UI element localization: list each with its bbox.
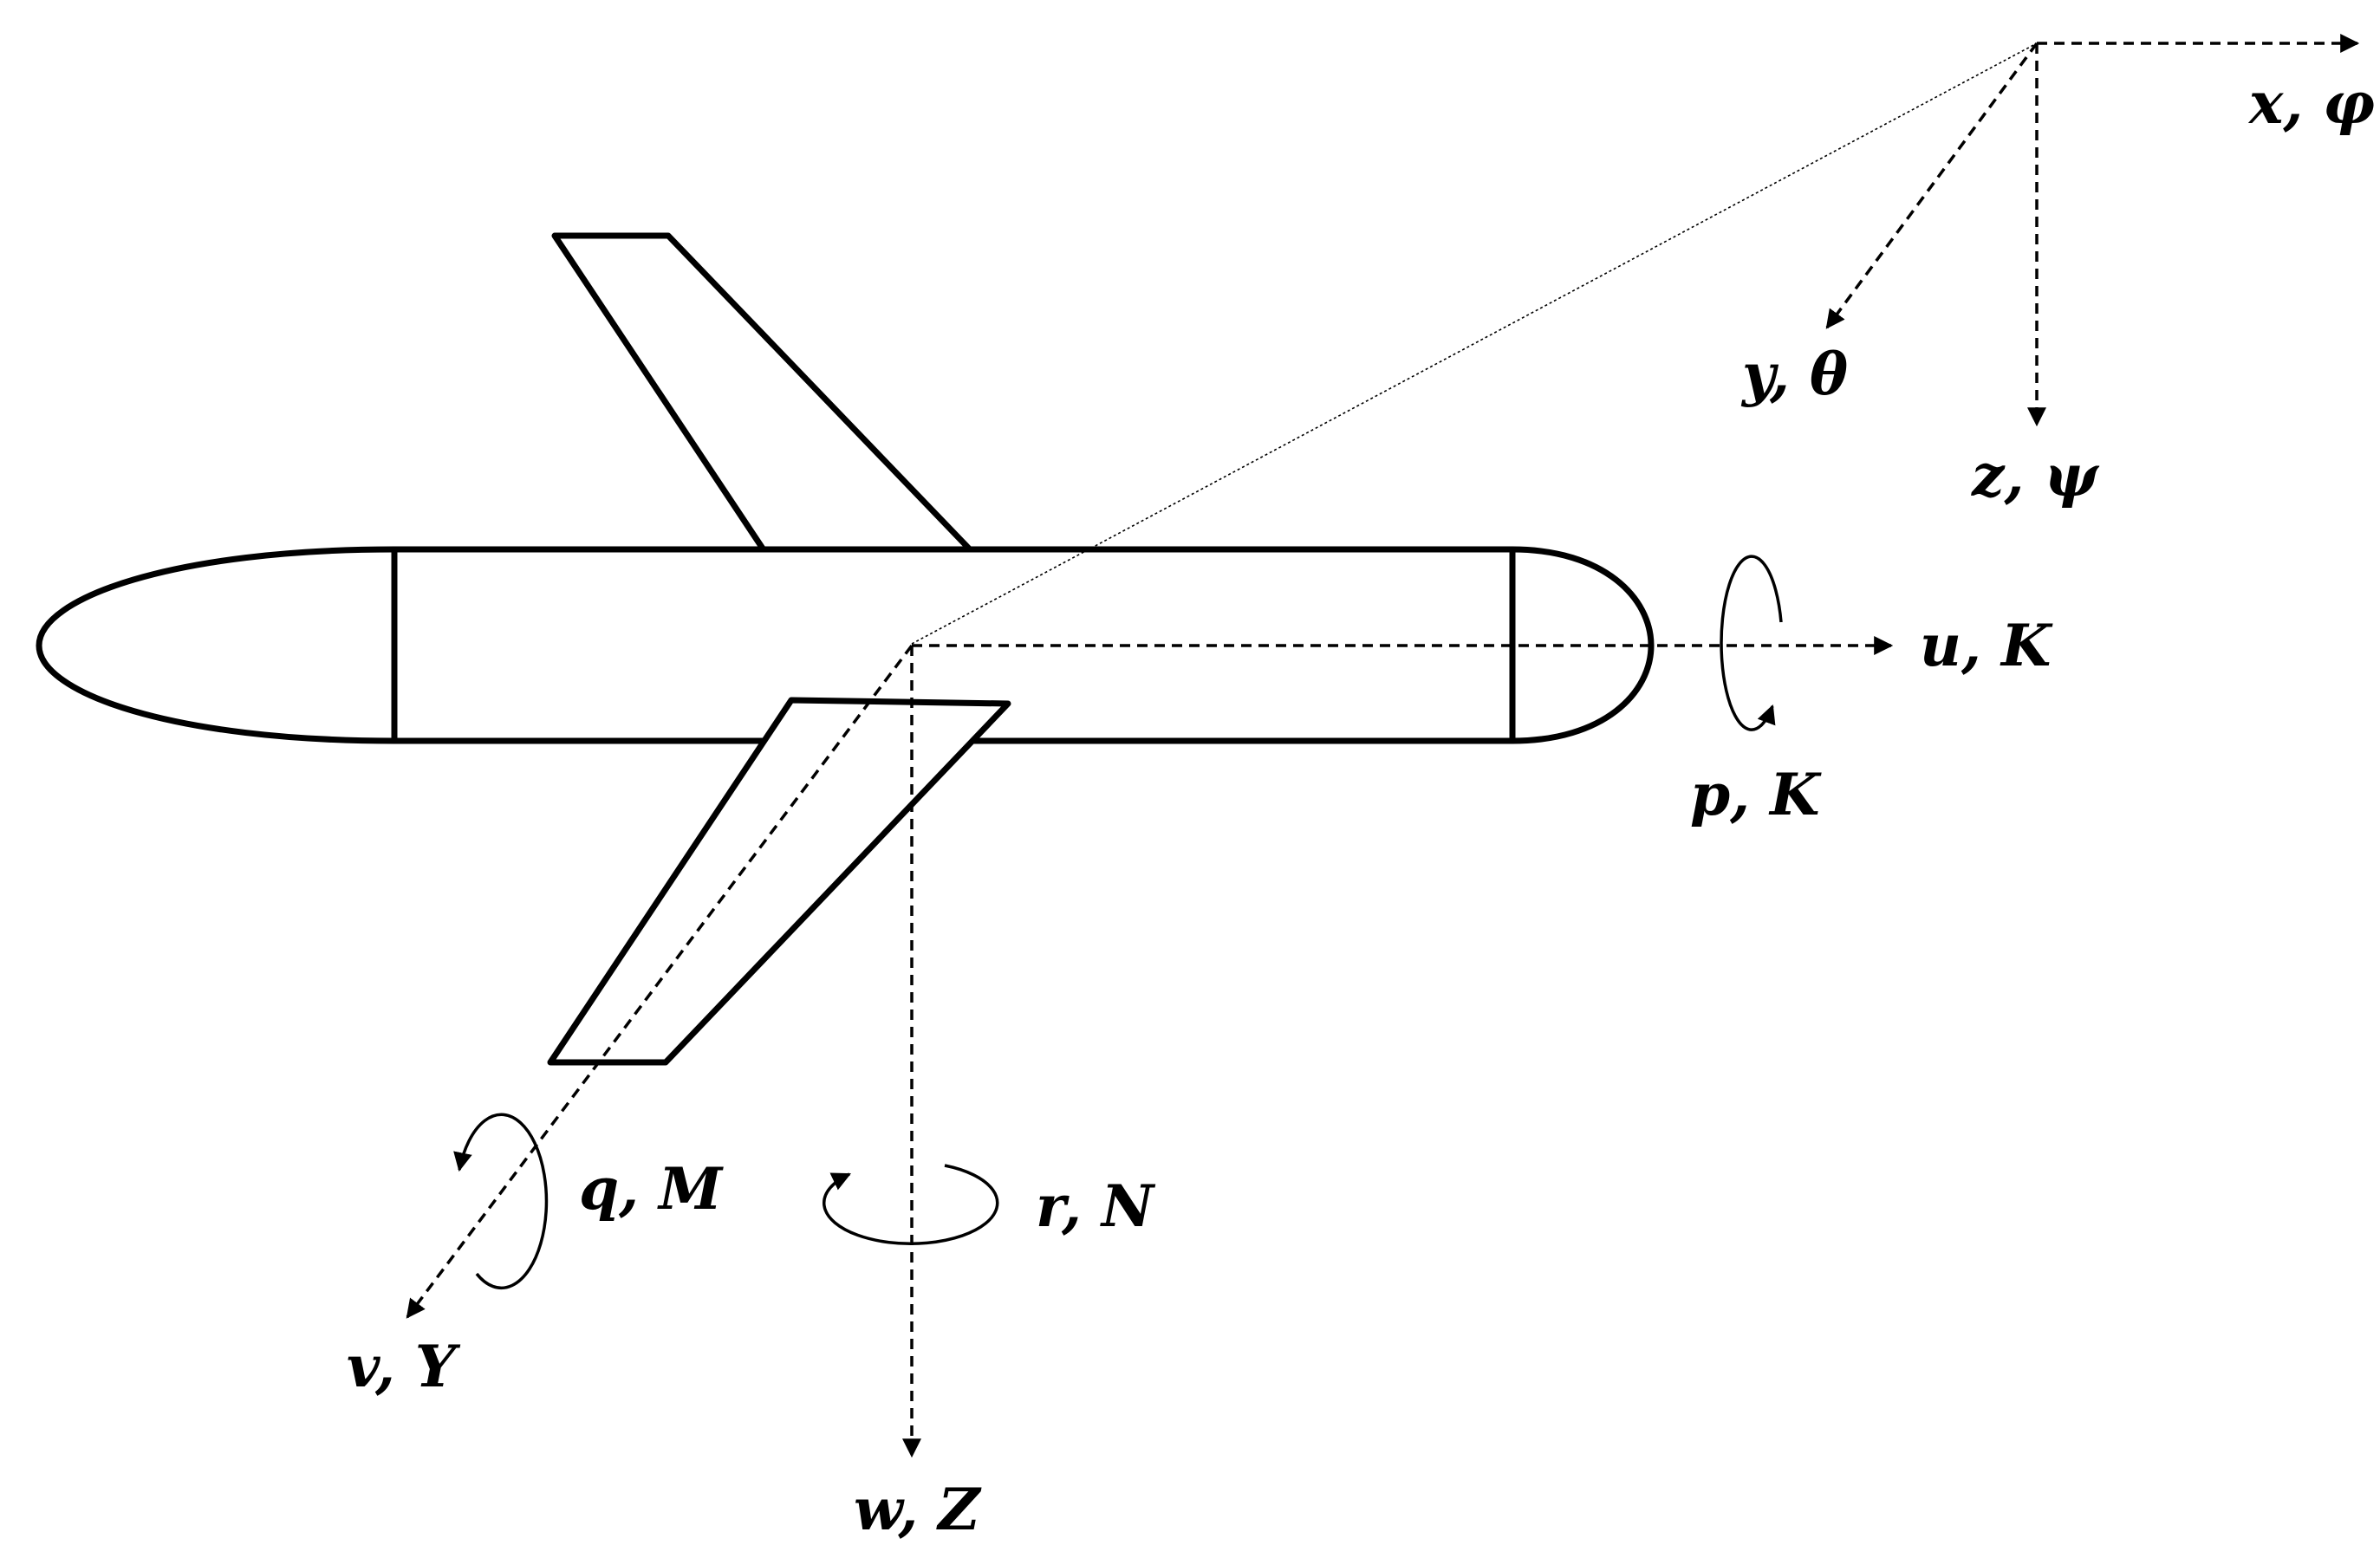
label-x-phi: x, φ bbox=[2247, 69, 2375, 137]
v-axis-arrow bbox=[406, 644, 914, 1319]
lower-wing bbox=[547, 697, 1011, 1066]
y-axis-arrow bbox=[1825, 42, 2039, 329]
label-y-theta: y, θ bbox=[1740, 341, 1848, 408]
rotation-indicators bbox=[453, 555, 1783, 1290]
inertial-frame bbox=[1825, 34, 2360, 427]
label-z-psi: z, ψ bbox=[1971, 442, 2099, 510]
label-r-N: r, N bbox=[1036, 1172, 1156, 1240]
aircraft bbox=[36, 232, 1655, 1066]
fuselage bbox=[36, 546, 1655, 744]
projection-line bbox=[911, 42, 2038, 645]
label-v-Y: v, Y bbox=[347, 1333, 461, 1400]
label-q-M: q, M bbox=[579, 1155, 724, 1223]
axis-labels: x, φ y, θ z, ψ u, K p, K q, M r, N v, Y … bbox=[347, 69, 2375, 1543]
body-frame bbox=[406, 636, 1894, 1458]
yaw-rotation-arrow bbox=[823, 1164, 999, 1245]
upper-wing bbox=[551, 232, 972, 551]
label-w-Z: w, Z bbox=[854, 1476, 982, 1543]
label-p-K: p, K bbox=[1690, 761, 1822, 828]
roll-rotation-arrow bbox=[1720, 555, 1783, 731]
pitch-rotation-arrow bbox=[453, 1113, 549, 1290]
label-u-K: u, K bbox=[1920, 612, 2053, 679]
